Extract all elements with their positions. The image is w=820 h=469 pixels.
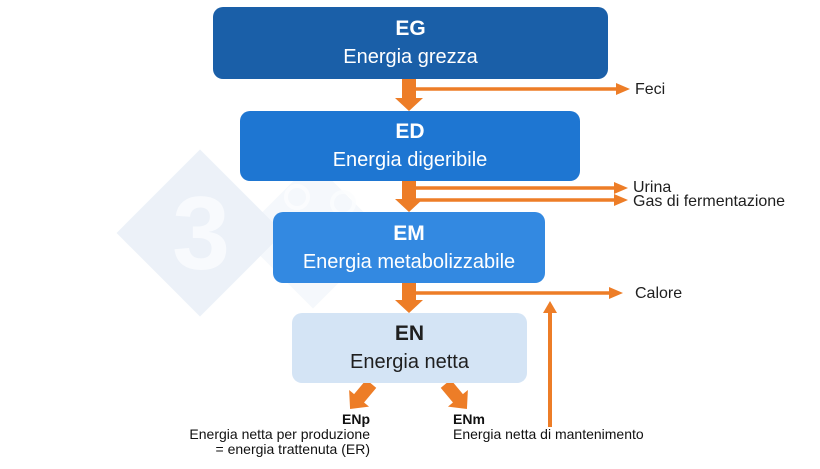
box-eg-label: Energia grezza [343,46,478,68]
watermark-logo: 3 [172,176,230,292]
arrow-en-enm-icon [440,379,468,410]
box-em-label: Energia metabolizzabile [302,250,516,273]
label-urina: Urina [633,179,672,196]
arrow-urina-icon [409,182,628,194]
box-eg-code: EG [395,17,426,40]
arrow-down-em-en-icon [395,283,423,313]
arrow-en-enp-icon [349,379,377,410]
box-ed: ED Energia digeribile [240,111,580,181]
arrow-feci-icon [409,83,630,95]
box-en: EN Energia netta [292,313,527,383]
arrow-gas-icon [409,194,628,206]
output-enp-line1: Energia netta per produzione [189,426,370,442]
arrow-calore-icon [409,287,623,299]
box-em: EM Energia metabolizzabile [273,212,545,283]
box-eg: EG Energia grezza [213,7,608,79]
output-enp-line2: = energia trattenuta (ER) [215,441,370,457]
box-en-code: EN [394,322,425,345]
label-calore: Calore [635,285,683,302]
box-ed-code: ED [395,120,425,143]
label-gas-fermentazione: Gas di fermentazione [633,193,786,210]
output-enm-line1: Energia netta di mantenimento [453,426,644,442]
box-ed-label: Energia digeribile [332,149,488,171]
output-enp: ENp Energia netta per produzione = energ… [189,412,370,457]
arrow-up-calore-icon [543,301,557,427]
box-em-code: EM [393,221,425,245]
output-enp-code: ENp [342,411,370,427]
output-enm-code: ENm [453,411,485,427]
watermark-ring-icon [284,184,310,210]
arrow-down-eg-ed-icon [395,79,423,111]
arrow-down-ed-em-icon [395,181,423,212]
label-feci: Feci [635,81,666,98]
box-en-label: Energia netta [350,351,469,373]
output-enm: ENm Energia netta di mantenimento [453,412,644,442]
